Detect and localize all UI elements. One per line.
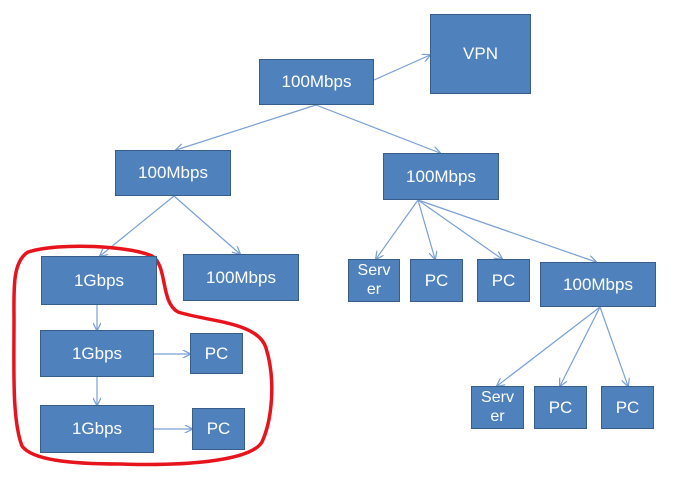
node-root-100mbps[interactable]: 100Mbps [259,59,374,105]
edge-right-sub [417,199,596,262]
edge-sub-pc2 [599,306,628,386]
node-pc-sub-1[interactable]: PC [534,386,587,429]
edge-right-pc2 [417,199,502,259]
node-left-100mbps-leaf[interactable]: 100Mbps [183,254,299,301]
node-server-right[interactable]: Serv er [348,259,400,302]
node-1gbps-middle[interactable]: 1Gbps [40,330,154,377]
node-1gbps-top[interactable]: 1Gbps [41,256,157,305]
highlight-outline [12,244,274,467]
node-pc-right-2[interactable]: PC [477,259,530,302]
edge-root-vpn [373,55,430,81]
edge-right-pc1 [417,199,435,259]
node-1gbps-bottom[interactable]: 1Gbps [40,405,154,453]
node-pc-middle[interactable]: PC [190,333,243,374]
edge-sub-pc1 [560,306,601,386]
node-left-100mbps[interactable]: 100Mbps [115,150,231,196]
node-server-sub[interactable]: Serv er [471,386,524,429]
edge-sub-server [497,306,601,386]
node-right-100mbps[interactable]: 100Mbps [383,153,499,200]
node-pc-bottom[interactable]: PC [192,408,245,450]
edge-root-left [176,104,317,150]
edge-right-server [376,199,419,259]
edge-left-100mbps [173,195,240,254]
node-vpn[interactable]: VPN [430,14,531,94]
node-sub-100mbps[interactable]: 100Mbps [540,262,656,307]
node-pc-sub-2[interactable]: PC [601,386,654,429]
node-pc-right-1[interactable]: PC [410,259,463,302]
edge-root-right [315,104,440,153]
